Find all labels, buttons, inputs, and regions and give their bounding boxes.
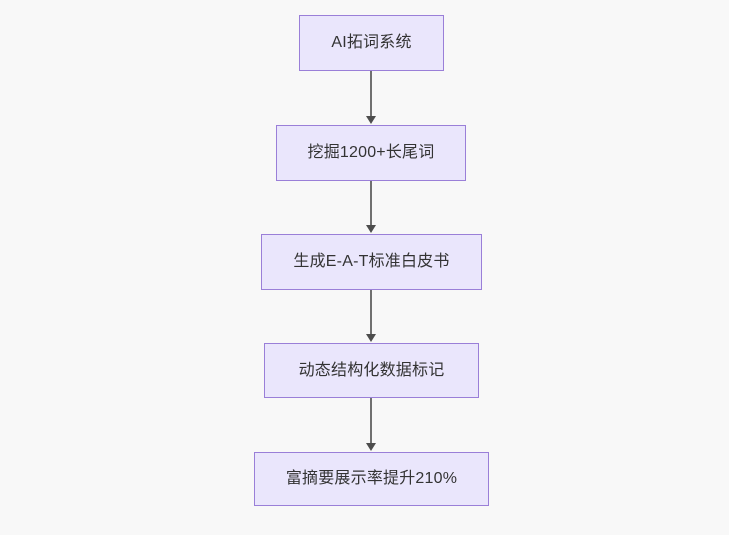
flowchart-arrowhead-n2-n3 [366, 225, 376, 233]
flowchart-edge-n4-n5 [370, 398, 372, 444]
flowchart-node-n4[interactable]: 动态结构化数据标记 [264, 343, 479, 398]
flowchart-node-label: AI拓词系统 [331, 34, 412, 52]
flowchart-node-n3[interactable]: 生成E-A-T标准白皮书 [261, 234, 482, 290]
flowchart-node-label: 富摘要展示率提升210% [285, 470, 458, 488]
flowchart-node-n1[interactable]: AI拓词系统 [299, 15, 444, 71]
flowchart-arrowhead-n1-n2 [366, 116, 376, 124]
flowchart-node-n5[interactable]: 富摘要展示率提升210% [254, 452, 489, 506]
flowchart-arrowhead-n3-n4 [366, 334, 376, 342]
flowchart-node-label: 生成E-A-T标准白皮书 [293, 253, 450, 271]
flowchart-arrowhead-n4-n5 [366, 443, 376, 451]
flowchart-edge-n3-n4 [370, 290, 372, 335]
flowchart-edge-n2-n3 [370, 181, 372, 226]
flowchart-edge-n1-n2 [370, 71, 372, 117]
flowchart-node-label: 动态结构化数据标记 [298, 361, 445, 379]
flowchart-node-n2[interactable]: 挖掘1200+长尾词 [276, 125, 466, 181]
flowchart-node-label: 挖掘1200+长尾词 [307, 144, 435, 162]
